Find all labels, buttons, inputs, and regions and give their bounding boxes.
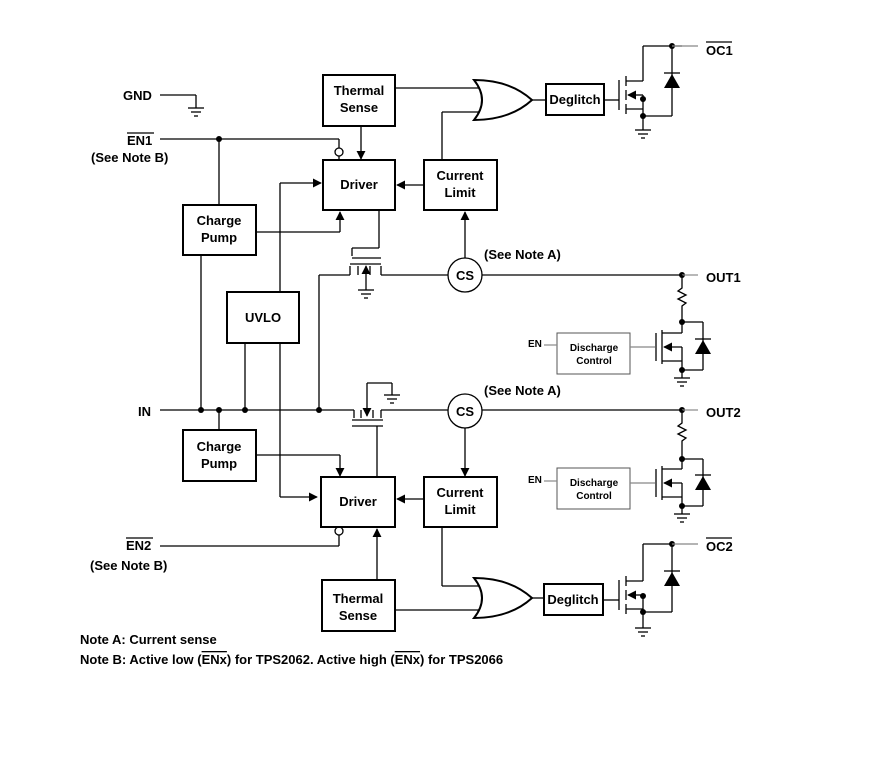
deglitch-1-label: Deglitch: [549, 92, 600, 107]
switch-fet-1: [349, 210, 382, 299]
cs-1-sensor: [447, 257, 483, 293]
charge-pump-2-line1: Charge: [197, 439, 242, 454]
note-a: Note A: Current sense: [80, 632, 217, 647]
discharge-control-1-line2: Control: [576, 356, 612, 367]
charge-pump-1-line1: Charge: [197, 213, 242, 228]
discharge-control-1-block: [556, 332, 631, 375]
driver-1-label: Driver: [340, 177, 378, 192]
thermal-sense-1-line1: Thermal: [334, 83, 385, 98]
discharge-control-1-line1: Discharge: [570, 343, 619, 354]
thermal-sense-2-block: [321, 579, 396, 632]
deglitch-1-block: [545, 83, 605, 116]
driver-2-block: [320, 476, 396, 528]
oc2-pin-label: OC2: [706, 539, 733, 554]
discharge-1-en-label: EN: [528, 339, 542, 350]
thermal-sense-1-block: [322, 74, 396, 127]
discharge-fet-1: [630, 321, 711, 387]
switch-fet-2: [352, 382, 400, 478]
note-b-enx-1: ENx: [202, 652, 228, 667]
en1-note-label: (See Note B): [91, 150, 168, 165]
in-pin-label: IN: [138, 404, 151, 419]
driver-1-block: [322, 159, 396, 211]
current-limit-2-line1: Current: [437, 485, 485, 500]
current-limit-2-block: [423, 476, 498, 528]
current-limit-2-line2: Limit: [444, 502, 476, 517]
thermal-sense-2-line1: Thermal: [333, 591, 384, 606]
discharge-control-2-block: [556, 467, 631, 510]
driver-2-label: Driver: [339, 494, 377, 509]
cs-1-note: (See Note A): [484, 247, 561, 262]
current-limit-1-line1: Current: [437, 168, 485, 183]
discharge-control-2-line1: Discharge: [570, 478, 619, 489]
out2-pin-label: OUT2: [706, 405, 741, 420]
or-gate-1: [471, 78, 534, 122]
note-b: Note B: Active low (ENx) for TPS2062. Ac…: [80, 652, 503, 667]
note-b-enx-2: ENx: [395, 652, 421, 667]
gnd-pin-label: GND: [123, 88, 152, 103]
discharge-fet-2: [630, 458, 711, 523]
note-b-mid: ) for TPS2062. Active high (: [227, 652, 396, 667]
uvlo-block: [226, 291, 300, 344]
charge-pump-1-line2: Pump: [201, 230, 237, 245]
cs-2-note: (See Note A): [484, 383, 561, 398]
oc2-output-fet: [618, 543, 680, 637]
charge-pump-2-block: [182, 429, 257, 482]
discharge-2-en-label: EN: [528, 475, 542, 486]
deglitch-2-block: [543, 583, 604, 616]
charge-pump-1-block: [182, 204, 257, 256]
charge-pump-2-line2: Pump: [201, 456, 237, 471]
gnd-symbol: [188, 95, 204, 117]
en2-inverter-bubble: [334, 526, 344, 536]
current-limit-1-line2: Limit: [444, 185, 476, 200]
thermal-sense-2-line2: Sense: [339, 608, 377, 623]
cs-2-label: CS: [456, 404, 474, 419]
en2-pin-label: EN2: [126, 538, 151, 553]
uvlo-label: UVLO: [245, 310, 281, 325]
or-gate-2: [471, 576, 534, 620]
note-b-prefix: Note B: Active low (: [80, 652, 202, 667]
out2-resistor: [676, 410, 688, 457]
oc2-body-diode: [664, 572, 680, 586]
en2-note-label: (See Note B): [90, 558, 167, 573]
en1-pin-label: EN1: [127, 133, 152, 148]
discharge-control-2-line2: Control: [576, 491, 612, 502]
oc1-pin-label: OC1: [706, 43, 733, 58]
out1-pin-label: OUT1: [706, 270, 741, 285]
en1-inverter-bubble: [334, 147, 344, 157]
oc1-body-diode: [664, 74, 680, 88]
out1-resistor: [676, 275, 688, 320]
deglitch-2-label: Deglitch: [547, 592, 598, 607]
oc1-output-fet: [618, 45, 682, 139]
cs-1-label: CS: [456, 268, 474, 283]
note-b-suffix: ) for TPS2066: [420, 652, 503, 667]
thermal-sense-1-line2: Sense: [340, 100, 378, 115]
